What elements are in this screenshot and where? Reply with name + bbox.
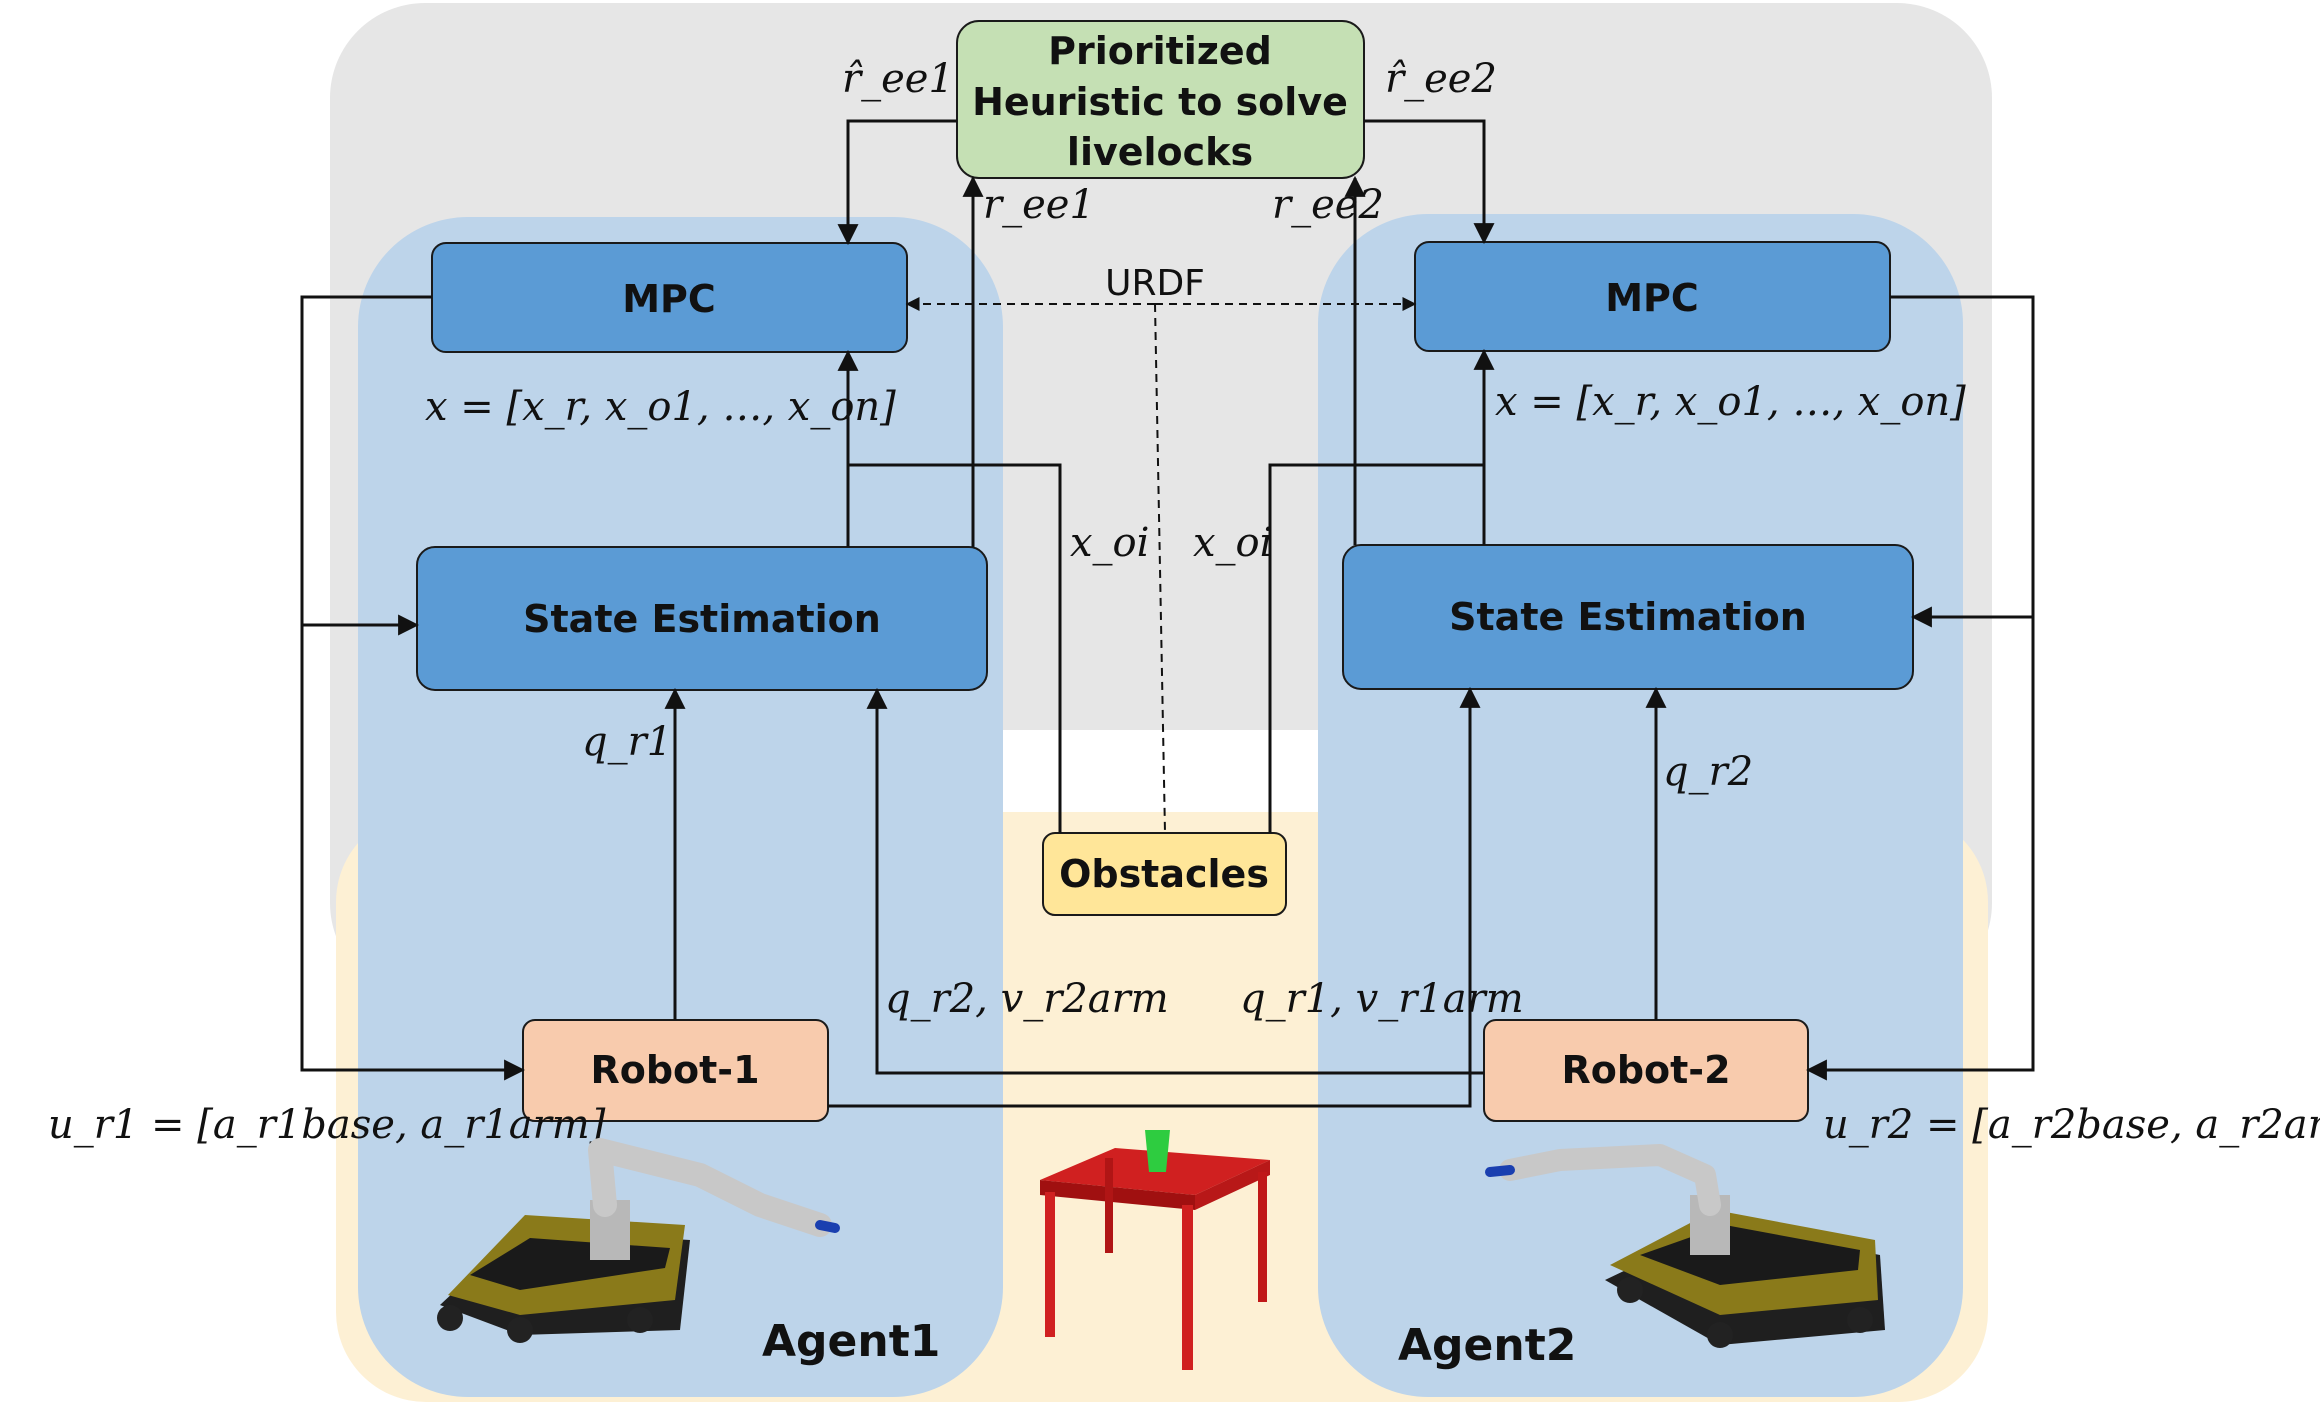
state-estimation-right-label: State Estimation <box>1449 595 1807 639</box>
agent1-label: Agent1 <box>762 1316 940 1367</box>
x-state-left-label: x = [x_r, x_o1, …, x_on] <box>425 384 896 430</box>
qr2-varm-label: q_r2, v_r2arm <box>885 976 1169 1022</box>
gap-white-region <box>1000 730 1320 812</box>
ree1-label: r_ee1 <box>983 182 1095 228</box>
heuristic-box <box>956 20 1365 179</box>
robot1-illustration <box>437 1138 840 1343</box>
qr1-varm-label: q_r1, v_r1arm <box>1240 976 1524 1022</box>
xoi-right-label: x_oi <box>1193 520 1272 566</box>
edge-obstacles-to-left <box>848 463 1062 833</box>
urdf-label: URDF <box>1105 263 1205 304</box>
edge-heuristic-to-mpc-right <box>1364 119 1495 245</box>
mpc-right-label: MPC <box>1605 276 1699 320</box>
edge-heuristic-to-mpc-left <box>837 119 957 246</box>
xoi-left-label: x_oi <box>1070 520 1149 566</box>
ree2-label: r_ee2 <box>1272 182 1384 228</box>
edge-obstacles-to-right <box>1268 463 1484 833</box>
obstacles-box <box>1042 832 1287 916</box>
edge-mpc-left-to-robot1 <box>300 295 526 1081</box>
connectors <box>300 119 2035 1108</box>
agent2-label: Agent2 <box>1398 1320 1576 1371</box>
heuristic-label-line3: livelocks <box>1067 130 1253 174</box>
qr2-label: q_r2 <box>1663 749 1753 795</box>
mpc-left-label: MPC <box>622 277 716 321</box>
edge-mpc-right-to-robot2 <box>1805 295 2035 1081</box>
heuristic-label-line1: Prioritized <box>1048 29 1272 73</box>
agent1-region <box>358 217 1003 1397</box>
robot1-label: Robot-1 <box>590 1048 759 1092</box>
edge-robot2-to-state-left <box>866 687 1484 1075</box>
urdf-dashed-links <box>905 297 1417 834</box>
obstacles-label: Obstacles <box>1059 852 1269 896</box>
ur1-label: u_r1 = [a_r1base, a_r1arm] <box>48 1102 606 1148</box>
robot2-illustration <box>1485 1144 1885 1348</box>
state-estimation-left-label: State Estimation <box>523 597 881 641</box>
robot2-label: Robot-2 <box>1561 1048 1730 1092</box>
heuristic-label-line2: Heuristic to solve <box>972 80 1348 124</box>
table-illustration <box>1040 1130 1270 1370</box>
edge-robot1-to-state-right <box>828 686 1481 1108</box>
ur2-label: u_r2 = [a_r2base, a_r2arm] <box>1823 1102 2320 1148</box>
ree2-hat-label: r̂_ee2 <box>1385 56 1497 102</box>
qr1-label: q_r1 <box>582 719 672 765</box>
x-state-right-label: x = [x_r, x_o1, …, x_on] <box>1495 379 1966 425</box>
urdf-dashed-to-obstacles <box>1154 303 1166 834</box>
ree1-hat-label: r̂_ee1 <box>842 56 954 102</box>
